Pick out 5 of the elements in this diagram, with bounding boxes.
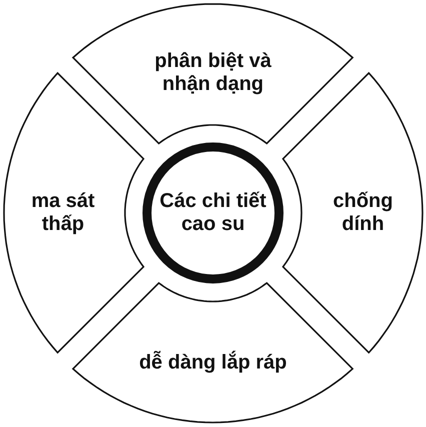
hub-label: Các chi tiết cao su [158, 190, 268, 236]
segment-label: phân biệt và nhận dạng [154, 50, 272, 96]
segment-label: chống dính [332, 190, 394, 236]
segment-label: ma sát thấp [30, 190, 96, 236]
segment-label: dễ dàng lắp ráp [138, 351, 288, 374]
